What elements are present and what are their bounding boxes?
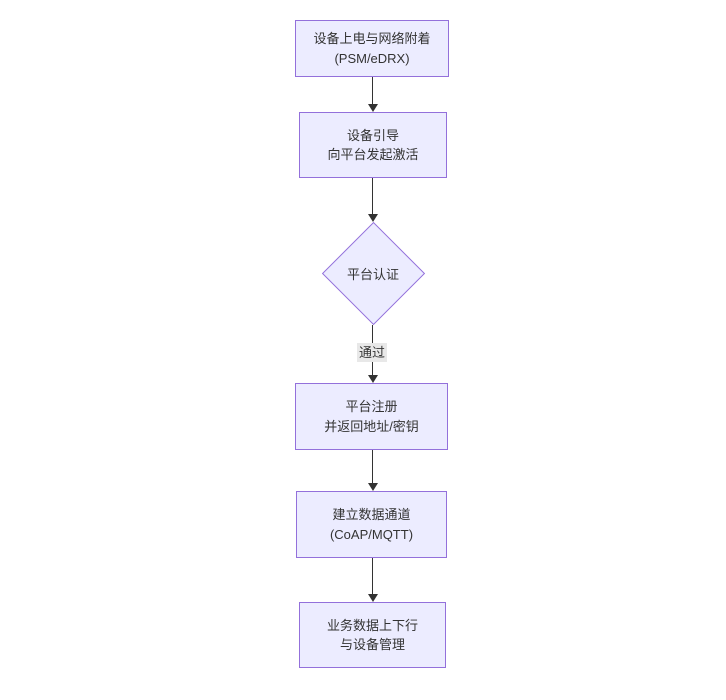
node-platform-register: 平台注册 并返回地址/密钥	[295, 383, 448, 450]
node-text-line: 设备上电与网络附着	[313, 31, 431, 46]
arrow-line	[372, 77, 373, 104]
node-text-line: (CoAP/MQTT)	[329, 526, 414, 542]
node-text-line: 平台注册	[345, 399, 398, 414]
arrow-bootstrap-to-auth	[367, 178, 378, 222]
arrowhead-icon	[367, 375, 378, 383]
node-text-line: (PSM/eDRX)	[334, 50, 410, 66]
arrow-register-to-channel	[367, 450, 378, 491]
arrow-channel-to-business	[367, 558, 378, 602]
arrow-line	[372, 178, 373, 214]
node-power-attach: 设备上电与网络附着 (PSM/eDRX)	[295, 20, 449, 77]
node-platform-auth: 平台认证	[321, 221, 425, 325]
arrow-line	[372, 450, 373, 483]
arrow-line	[372, 558, 373, 594]
node-text-line: 平台认证	[346, 266, 399, 282]
arrowhead-icon	[367, 104, 378, 112]
node-text-line: 业务数据上下行	[326, 617, 418, 633]
node-business-data: 业务数据上下行 与设备管理	[299, 602, 446, 668]
node-bootstrap: 设备引导 向平台发起激活	[299, 112, 447, 178]
arrowhead-icon	[367, 594, 378, 602]
node-text-line: 与设备管理	[339, 637, 405, 652]
node-text-line: 并返回地址/密钥	[324, 418, 419, 434]
edge-label-pass: 通过	[356, 343, 388, 362]
node-text-line: 设备引导	[346, 127, 399, 143]
arrow-power-to-bootstrap	[367, 77, 378, 112]
arrowhead-icon	[367, 214, 378, 222]
arrowhead-icon	[367, 483, 378, 491]
node-text-line: 向平台发起激活	[327, 147, 419, 162]
node-text-line: 建立数据通道	[332, 507, 411, 522]
node-data-channel: 建立数据通道 (CoAP/MQTT)	[296, 491, 447, 558]
